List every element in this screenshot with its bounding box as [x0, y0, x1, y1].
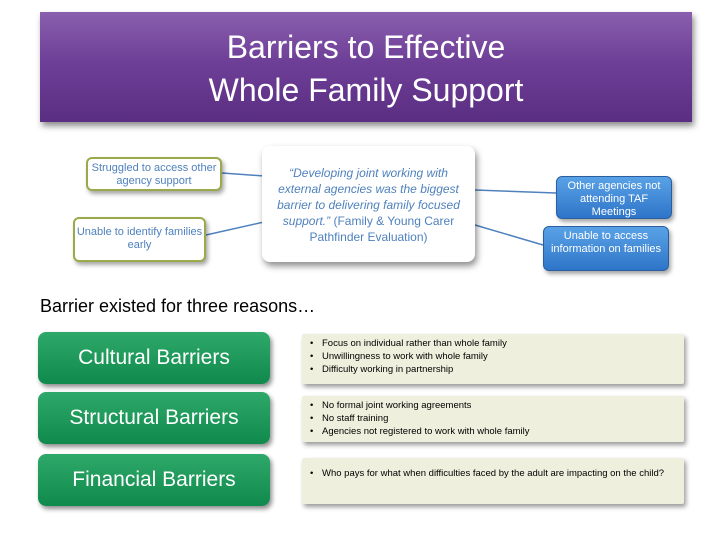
connector-right-bottom [474, 224, 544, 246]
connector-right-top [474, 189, 557, 194]
connector-left-top [221, 172, 265, 177]
title-banner: Barriers to Effective Whole Family Suppo… [40, 12, 692, 122]
list-item: Difficulty working in partnership [310, 363, 507, 376]
quote-text: “Developing joint working with external … [277, 166, 460, 228]
node-other-agencies: Other agencies not attending TAF Meeting… [556, 176, 672, 219]
list-item: Who pays for what when difficulties face… [310, 467, 672, 480]
list-item: Agencies not registered to work with who… [310, 425, 529, 438]
financial-barriers-label: Financial Barriers [38, 454, 270, 506]
node-struggled-access: Struggled to access other agency support [86, 157, 222, 191]
connector-left-bottom [205, 221, 265, 236]
intro-text: Barrier existed for three reasons… [40, 296, 316, 316]
slide-title: Barriers to Effective Whole Family Suppo… [40, 26, 692, 112]
center-quote-box: “Developing joint working with external … [262, 146, 475, 262]
list-item: No staff training [310, 412, 530, 425]
financial-items-list: Who pays for what when difficulties face… [308, 467, 672, 480]
cultural-items-list: Focus on individual rather than whole fa… [308, 337, 507, 376]
title-line-2: Whole Family Support [208, 72, 524, 108]
list-item: Unwillingness to work with whole family [310, 350, 507, 363]
structural-items-list: No formal joint working agreements No st… [308, 399, 530, 438]
financial-items-panel [302, 458, 684, 504]
node-unable-identify: Unable to identify families early [73, 217, 206, 262]
node-unable-access: Unable to access information on families [543, 226, 669, 271]
list-item: Focus on individual rather than whole fa… [310, 337, 507, 350]
title-line-1: Barriers to Effective [226, 29, 506, 65]
structural-barriers-label: Structural Barriers [38, 392, 270, 444]
list-item: No formal joint working agreements [310, 399, 530, 412]
cultural-barriers-label: Cultural Barriers [38, 332, 270, 384]
quote-attribution: (Family & Young Carer Pathfinder Evaluat… [309, 214, 455, 244]
